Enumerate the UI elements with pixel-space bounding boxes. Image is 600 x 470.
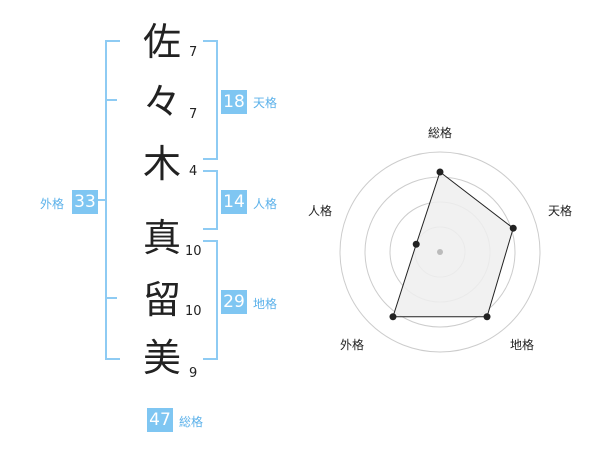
radar-polygon	[392, 171, 514, 318]
stroke-count-4: 10	[185, 244, 202, 259]
chikaku-value: 29	[221, 290, 247, 314]
gaikaku-bracket-tick	[98, 199, 106, 201]
gaikaku-value: 33	[72, 190, 98, 214]
chikaku-bracket	[203, 240, 218, 360]
radar-points	[389, 168, 517, 321]
kanji-char-4: 真	[142, 216, 181, 260]
kanji-char-2: 々	[142, 80, 181, 124]
soukaku-value: 47	[147, 408, 173, 432]
gaikaku-label: 外格	[40, 197, 65, 211]
jinkaku-label: 人格	[253, 197, 278, 211]
radar-label-chikaku: 地格	[510, 338, 535, 352]
gaikaku-tick-lower	[105, 297, 117, 299]
radar-label-tenkaku: 天格	[548, 204, 573, 218]
kanji-char-5: 留	[142, 278, 181, 322]
radar-center-dot	[437, 249, 443, 255]
gaikaku-tick-upper	[105, 99, 117, 101]
chikaku-label: 地格	[253, 297, 278, 311]
soukaku-label: 総格	[179, 415, 204, 429]
radar-point-5	[412, 240, 420, 248]
gaikaku-bracket	[105, 40, 120, 360]
radar-point-1	[436, 168, 444, 176]
radar-label-gaikaku: 外格	[340, 338, 365, 352]
radar-chart	[339, 151, 541, 353]
stroke-count-1: 7	[189, 45, 198, 60]
kanji-char-1: 佐	[142, 20, 181, 64]
radar-grid-ring-4	[339, 151, 541, 353]
radar-point-2	[509, 224, 517, 232]
stroke-count-5: 10	[185, 304, 202, 319]
stroke-count-3: 4	[189, 164, 198, 179]
kanji-char-3: 木	[142, 142, 181, 186]
radar-label-soukaku: 総格	[428, 126, 453, 140]
radar-point-4	[389, 313, 397, 321]
tenkaku-label: 天格	[253, 96, 278, 110]
kanji-char-6: 美	[142, 336, 181, 380]
tenkaku-bracket	[203, 40, 218, 160]
jinkaku-bracket	[203, 170, 218, 230]
stroke-count-2: 7	[189, 107, 198, 122]
tenkaku-value: 18	[221, 90, 247, 114]
radar-point-3	[483, 313, 491, 321]
radar-label-jinkaku: 人格	[308, 204, 333, 218]
jinkaku-value: 14	[221, 190, 247, 214]
stroke-count-6: 9	[189, 366, 198, 381]
